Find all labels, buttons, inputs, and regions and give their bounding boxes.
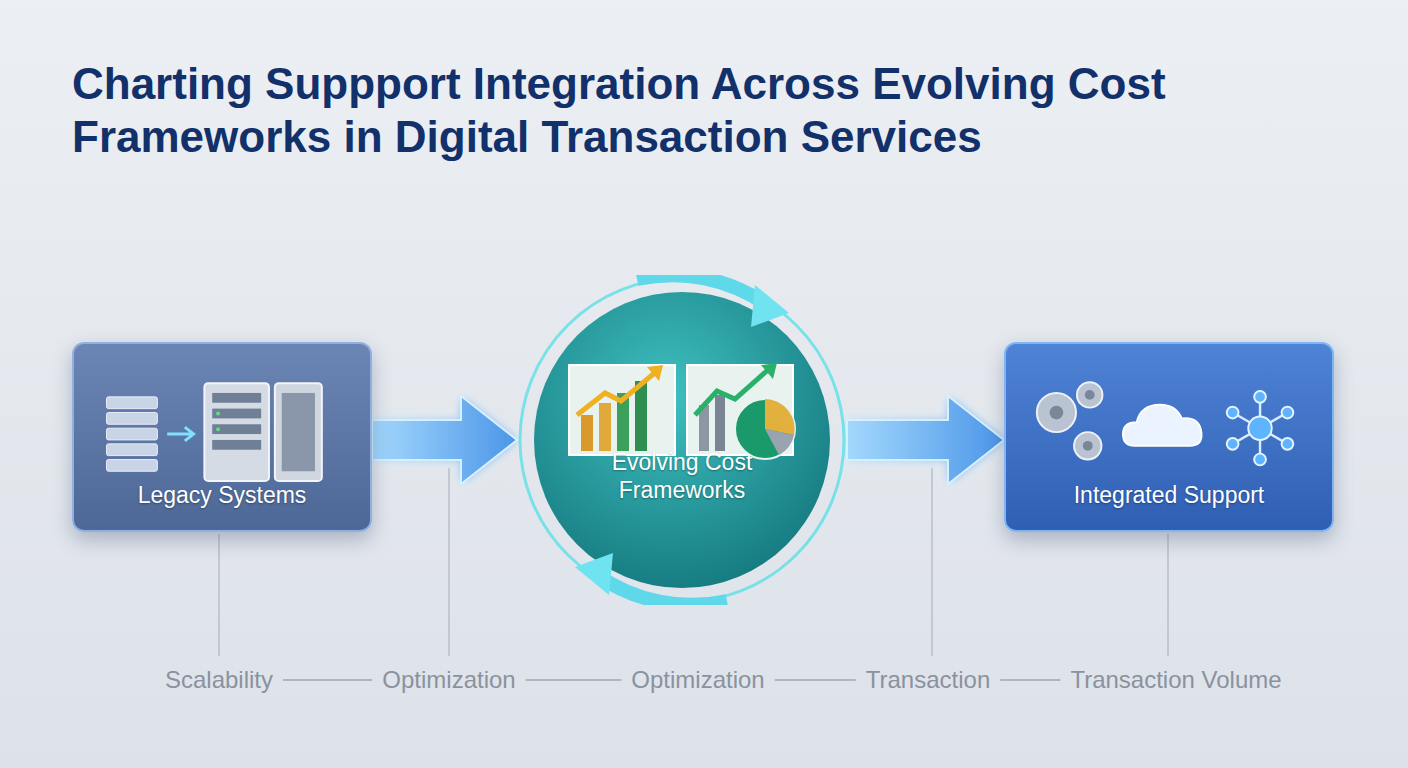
node-label: Legacy Systems [138,481,307,510]
axis-label: Transaction Volume [1070,666,1281,694]
node-label: Evolving Cost Frameworks [582,448,782,506]
node-label: Integrated Support [1074,481,1265,510]
axis-label: Optimization [382,666,515,694]
dash-line [283,679,372,681]
leader-line [931,468,933,656]
dash-line [526,679,622,681]
diagram-title: Charting Suppport Integration Across Evo… [72,58,1362,164]
dash-line [775,679,856,681]
node-icon [517,275,847,605]
leader-line [218,534,220,656]
process-circle: Evolving Cost Frameworks [517,275,847,605]
axis-label: Optimization [631,666,764,694]
dash-line [1000,679,1060,681]
process-box: Integrated Support [1004,342,1334,532]
axis-label: Transaction [866,666,991,694]
leader-line [448,468,450,656]
axis-label: Scalability [165,666,273,694]
flow-arrow [847,396,1004,484]
leader-line [1167,534,1169,656]
process-box: Legacy Systems [72,342,372,532]
flow-arrow [372,396,517,484]
